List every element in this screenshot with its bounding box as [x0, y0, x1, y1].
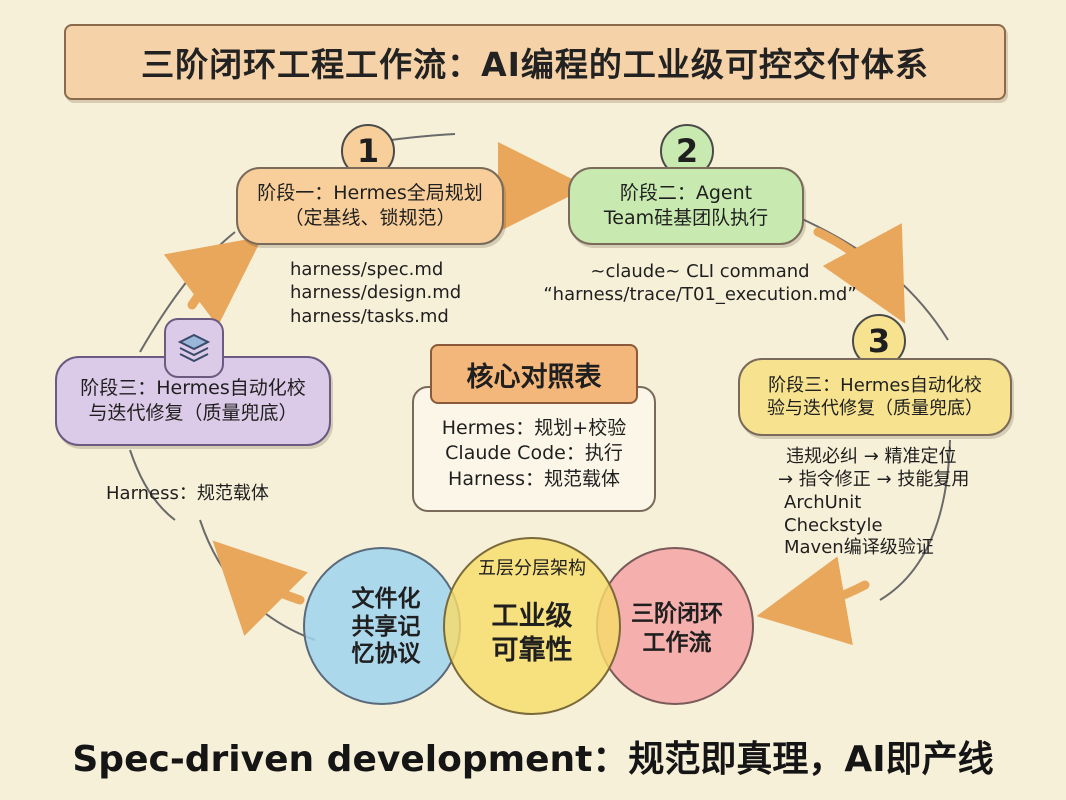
- stage1-card: 阶段一：Hermes全局规划 （定基线、锁规范）: [236, 167, 504, 245]
- venn-circle-center: [443, 537, 621, 715]
- stage3-card: 阶段三：Hermes自动化校 验与迭代修复（质量兜底）: [738, 358, 1012, 436]
- stage1-note: harness/design.md: [290, 282, 462, 304]
- stage2-notes: ~claude~ CLI command “harness/trace/T01_…: [520, 260, 880, 307]
- venn-diagram: [303, 537, 754, 715]
- comparison-line: Claude Code：执行: [445, 442, 623, 465]
- stage2-line2: Team硅基团队执行: [603, 207, 769, 229]
- footer-slogan: Spec-driven development：规范即真理，AI即产线: [72, 739, 994, 780]
- loop-arc-right: [879, 439, 951, 601]
- venn-center-line: 工业级: [491, 601, 573, 632]
- venn-right-line: 三阶闭环: [631, 601, 723, 627]
- venn-right-label: 三阶闭环 工作流: [617, 600, 737, 658]
- stage-left-line2: 与迭代修复（质量兜底）: [88, 402, 298, 424]
- harness-label: Harness：规范载体: [106, 483, 269, 504]
- comparison-line: Hermes：规划+校验: [441, 416, 627, 439]
- stage1-note: harness/tasks.md: [290, 305, 449, 327]
- stage3-note: ArchUnit: [784, 491, 862, 513]
- stage2-card: 阶段二：Agent Team硅基团队执行: [568, 167, 804, 245]
- venn-right-line: 工作流: [642, 629, 712, 656]
- stage3-line1: 阶段三：Hermes自动化校: [768, 374, 982, 396]
- comparison-title: 核心对照表: [430, 344, 638, 404]
- stage3-note: → 指令修正 → 技能复用: [778, 468, 970, 490]
- venn-center-label: 工业级 可靠性: [470, 600, 594, 668]
- arrow-left-to-stage1: [163, 236, 263, 327]
- venn-left-line: 忆协议: [351, 641, 421, 668]
- stage2-line1: 阶段二：Agent: [619, 182, 753, 205]
- stage1-note: harness/spec.md: [290, 259, 444, 280]
- layers-icon: [164, 318, 224, 378]
- venn-center-top-label: 五层分层架构: [478, 558, 586, 579]
- stage3-line2: 验与迭代修复（质量兜底）: [767, 398, 983, 419]
- stage1-line2: （定基线、锁规范）: [284, 207, 456, 229]
- stage3-notes: 违规必纠 → 精准定位 → 指令修正 → 技能复用 ArchUnit Check…: [778, 446, 969, 560]
- comparison-table: Hermes：规划+校验 Claude Code：执行 Harness：规范载体: [412, 386, 656, 512]
- stage2-note: “harness/trace/T01_execution.md”: [543, 284, 857, 306]
- comparison-line: Harness：规范载体: [448, 467, 620, 490]
- page-title: 三阶闭环工程工作流：AI编程的工业级可控交付体系: [64, 24, 1006, 100]
- arrow-stage2-to-stage3: [813, 223, 906, 324]
- loop-arc-left: [129, 449, 176, 521]
- stage1-notes: harness/spec.md harness/design.md harnes…: [290, 258, 461, 328]
- arrow-venn-to-left: [212, 540, 309, 637]
- stage1-line1: 阶段一：Hermes全局规划: [257, 182, 483, 205]
- venn-left-line: 文件化: [351, 586, 421, 612]
- venn-left-label: 文件化 共享记 忆协议: [344, 586, 428, 669]
- stage3-note: Maven编译级验证: [784, 537, 934, 559]
- venn-left-line: 共享记: [351, 613, 421, 640]
- stage3-note: Checkstyle: [784, 514, 883, 536]
- arrow-stage3-to-venn: [756, 556, 870, 646]
- stage-left-line1: 阶段三：Hermes自动化校: [80, 377, 306, 400]
- stage3-note: 违规必纠 → 精准定位: [786, 446, 957, 467]
- stage2-note: ~claude~ CLI command: [590, 261, 810, 282]
- venn-center-line: 可靠性: [491, 634, 573, 666]
